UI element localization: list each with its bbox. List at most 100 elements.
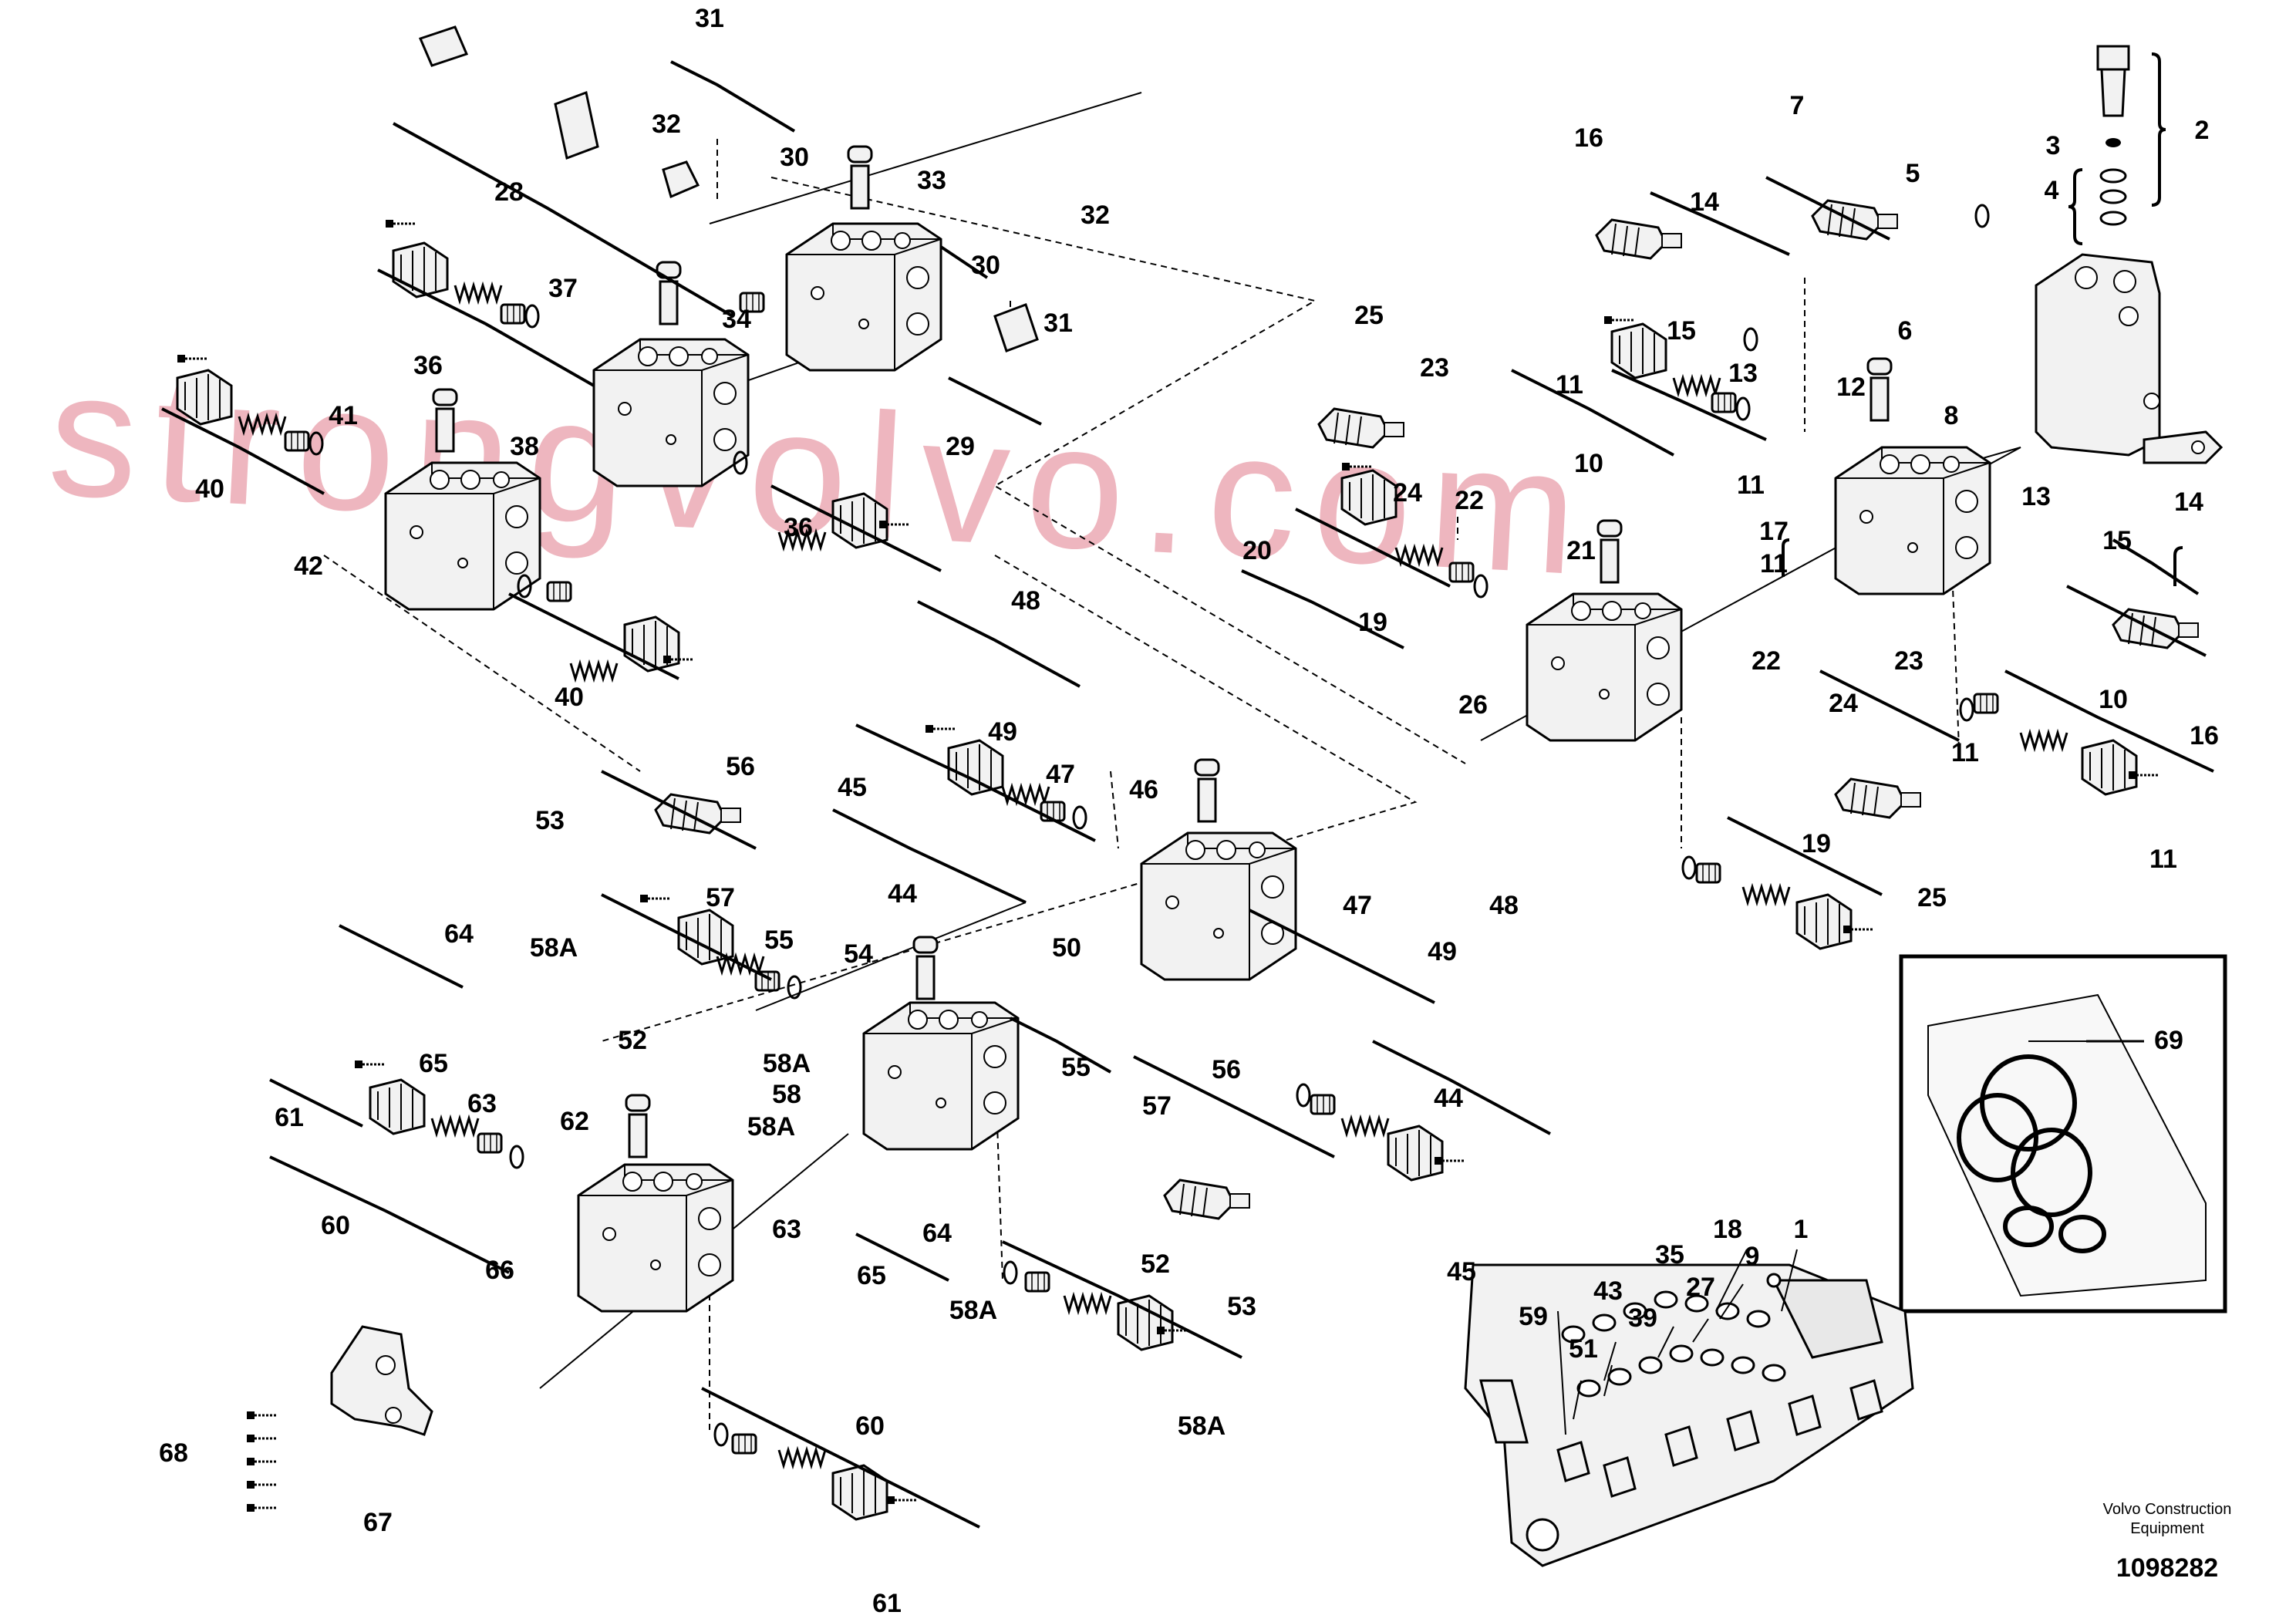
callout-61: 61	[872, 1589, 902, 1618]
callout-69: 69	[2154, 1026, 2183, 1055]
plug	[284, 430, 310, 452]
spool-cap	[369, 1078, 426, 1135]
spool-cap	[2081, 739, 2138, 796]
valve-section-17	[1834, 446, 1991, 595]
callout-55: 55	[1061, 1053, 1091, 1082]
callout-29: 29	[946, 432, 975, 461]
callout-22: 22	[1752, 646, 1781, 676]
callout-32: 32	[1081, 201, 1110, 230]
callout-61: 61	[275, 1103, 304, 1132]
bolt	[384, 218, 418, 229]
bolt	[245, 1410, 279, 1421]
callout-32: 32	[652, 110, 681, 139]
plug	[1310, 1094, 1336, 1115]
callout-8: 8	[1944, 401, 1959, 430]
spring	[1741, 885, 1791, 904]
callout-30: 30	[780, 143, 809, 172]
callout-67: 67	[363, 1508, 393, 1537]
callout-27: 27	[1686, 1273, 1715, 1302]
callout-50: 50	[1052, 933, 1081, 963]
callout-26: 26	[1458, 690, 1488, 720]
callout-56: 56	[1212, 1055, 1241, 1084]
bolt	[245, 1433, 279, 1444]
callout-21: 21	[1566, 536, 1596, 565]
bolt	[639, 893, 673, 904]
plug	[1024, 1271, 1050, 1293]
callout-19: 19	[1802, 829, 1831, 858]
callout-25: 25	[1354, 301, 1384, 330]
callout-2: 2	[2195, 116, 2210, 145]
callout-37: 37	[548, 274, 578, 303]
relief-valve	[654, 793, 742, 835]
valve-section-50	[1140, 831, 1297, 981]
callout-43: 43	[1593, 1276, 1623, 1306]
callout-40: 40	[195, 474, 224, 504]
inlet-section	[2035, 253, 2224, 464]
callout-64: 64	[444, 919, 474, 949]
o-ring	[1735, 396, 1751, 421]
callout-63: 63	[467, 1089, 497, 1118]
spring	[430, 1117, 480, 1135]
callout-14: 14	[1690, 187, 1719, 217]
valve-section-38	[592, 338, 750, 487]
callout-15: 15	[2102, 526, 2132, 555]
callout-31: 31	[1043, 309, 1073, 338]
callout-5: 5	[1906, 159, 1920, 188]
callout-31: 31	[695, 4, 724, 33]
plug	[1973, 693, 1999, 714]
callout-33: 33	[917, 166, 946, 195]
callout-58A: 58A	[949, 1296, 997, 1325]
callout-64: 64	[922, 1219, 952, 1248]
main-relief-valve	[2096, 45, 2130, 226]
callout-25: 25	[1917, 883, 1947, 912]
callout-11: 11	[1556, 370, 1583, 400]
callout-11: 11	[1760, 549, 1788, 578]
o-ring	[1681, 855, 1697, 880]
callout-28: 28	[494, 177, 524, 207]
o-ring	[1003, 1260, 1018, 1285]
callout-53: 53	[535, 806, 565, 835]
company-name: Volvo Construction	[2103, 1501, 2232, 1518]
callout-60: 60	[321, 1211, 350, 1240]
callout-41: 41	[329, 401, 358, 430]
callout-12: 12	[1836, 373, 1866, 402]
o-ring	[1743, 327, 1758, 352]
callout-36: 36	[413, 351, 443, 380]
bolt	[353, 1059, 387, 1070]
bolt	[885, 1495, 919, 1506]
spool-cap	[947, 739, 1004, 796]
callout-14: 14	[2174, 487, 2203, 517]
callout-10: 10	[1574, 449, 1603, 478]
callout-11: 11	[1951, 738, 1979, 767]
callout-58A: 58A	[530, 933, 578, 963]
spool-cap	[392, 241, 449, 298]
spring	[1063, 1294, 1112, 1313]
callout-4: 4	[2045, 176, 2059, 205]
callout-44: 44	[1434, 1084, 1463, 1113]
callout-47: 47	[1343, 891, 1372, 920]
callout-48: 48	[1489, 891, 1519, 920]
spring	[1001, 785, 1050, 804]
spool-cap	[1117, 1294, 1174, 1351]
callout-11: 11	[1737, 470, 1765, 500]
relief-valve	[1834, 777, 1922, 819]
plug	[1695, 862, 1721, 884]
callout-65: 65	[419, 1049, 448, 1078]
callout-10: 10	[2099, 685, 2128, 714]
callout-9: 9	[1745, 1242, 1760, 1271]
callout-57: 57	[706, 883, 735, 912]
spring	[1340, 1117, 1390, 1135]
callout-66: 66	[485, 1256, 514, 1285]
callout-7: 7	[1790, 91, 1805, 120]
callout-1: 1	[1794, 1215, 1809, 1244]
spool-cap	[1795, 893, 1853, 950]
valve-section-66	[577, 1163, 734, 1313]
callout-62: 62	[560, 1107, 589, 1136]
callout-58A: 58A	[747, 1112, 795, 1141]
plug	[546, 581, 572, 602]
o-ring	[1974, 204, 1990, 228]
valve-section-58	[862, 1001, 1020, 1151]
callout-53: 53	[1227, 1292, 1256, 1321]
callout-42: 42	[294, 551, 323, 581]
o-ring	[1296, 1083, 1311, 1108]
